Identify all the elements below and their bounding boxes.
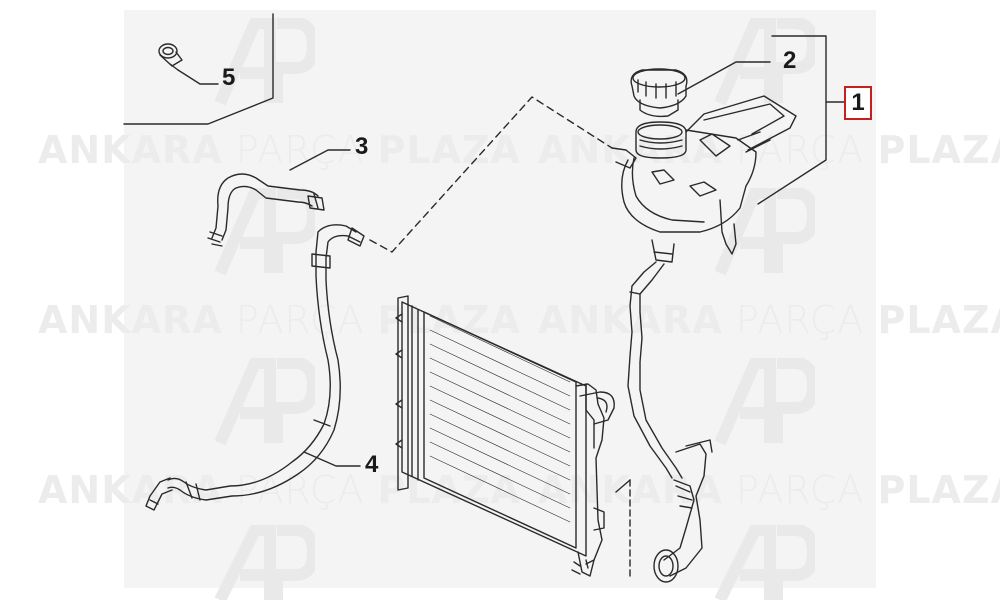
callout-number-2: 2 xyxy=(783,47,797,74)
callout-number-3: 3 xyxy=(355,133,369,160)
expansion-tank-cap-part2 xyxy=(630,68,688,118)
hose-part3 xyxy=(207,173,325,247)
radiator-bottom-hose xyxy=(615,439,713,583)
part3-leader xyxy=(289,149,351,171)
diagram-background xyxy=(124,10,876,588)
part2-leader xyxy=(677,61,771,95)
expansion-tank-part1 xyxy=(611,95,797,263)
callout-number-1: 1 xyxy=(851,89,865,116)
callout-number-5: 5 xyxy=(222,64,236,91)
hose-clamp-part5 xyxy=(158,43,183,71)
reference-dashed-line xyxy=(369,96,613,253)
radiator xyxy=(395,295,615,577)
callout-number-4: 4 xyxy=(365,451,379,478)
hose-part4 xyxy=(145,224,365,511)
part4-leader xyxy=(303,451,361,467)
part5-leader xyxy=(177,69,219,85)
callout-box-part1: 1 xyxy=(844,86,872,120)
tank-outlet-hose xyxy=(627,261,683,479)
part5-frame xyxy=(123,13,274,125)
